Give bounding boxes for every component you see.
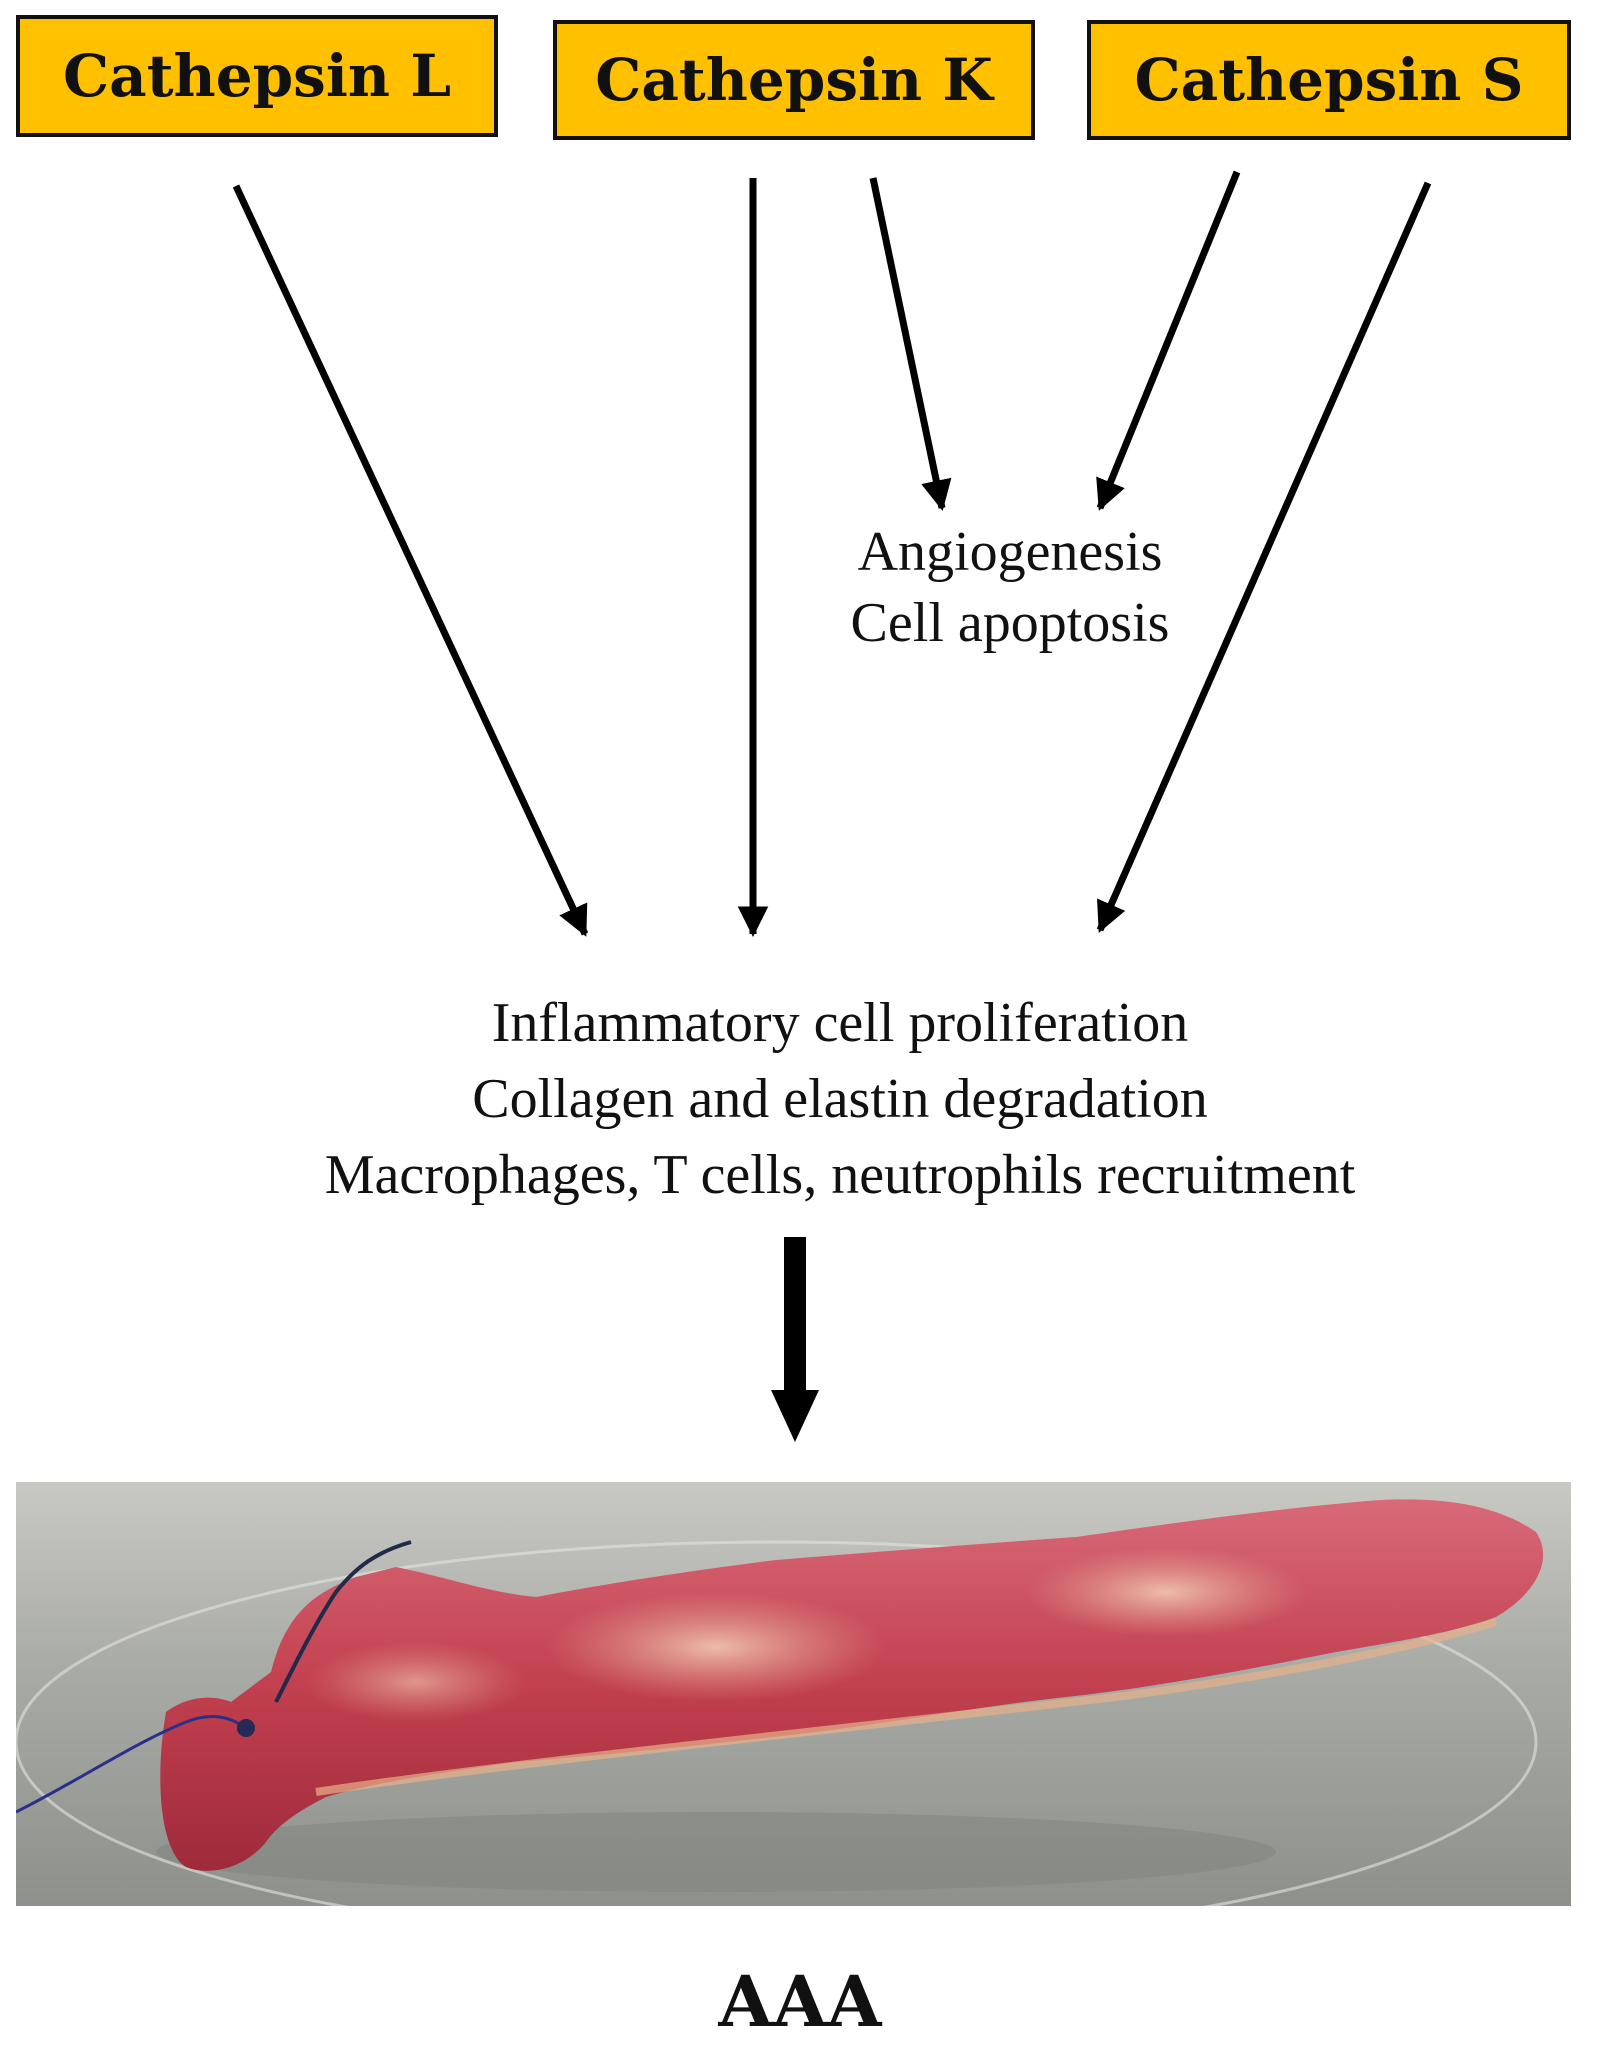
angiogenesis-text: Angiogenesis — [857, 521, 1163, 583]
cell-apoptosis-text: Cell apoptosis — [850, 592, 1170, 654]
cathepsin-k-box: Cathepsin K — [553, 20, 1035, 140]
cathepsin-s-label: Cathepsin S — [1134, 46, 1524, 114]
aaa-tissue-photo — [16, 1482, 1571, 1906]
cathepsin-l-label: Cathepsin L — [63, 42, 451, 110]
outcome-label: AAA — [718, 1960, 882, 2043]
effect-line: Collagen and elastin degradation — [472, 1068, 1208, 1130]
arrow-k-to-angiogenesis — [869, 177, 952, 512]
arrow-s-to-angiogenesis — [1096, 170, 1241, 511]
downstream-effects: Inflammatory cell proliferation Collagen… — [140, 985, 1540, 1213]
arrow-s-to-effects — [1096, 181, 1432, 933]
cathepsin-s-box: Cathepsin S — [1087, 20, 1571, 140]
intermediate-effects: Angiogenesis Cell apoptosis — [780, 517, 1240, 659]
arrow-l-to-effects — [232, 184, 589, 937]
cathepsin-l-box: Cathepsin L — [16, 15, 498, 137]
effect-line: Macrophages, T cells, neutrophils recrui… — [324, 1144, 1356, 1206]
effect-line: Inflammatory cell proliferation — [491, 992, 1189, 1054]
arrow-effects-to-aaa — [771, 1237, 819, 1442]
cathepsin-k-label: Cathepsin K — [595, 46, 993, 114]
